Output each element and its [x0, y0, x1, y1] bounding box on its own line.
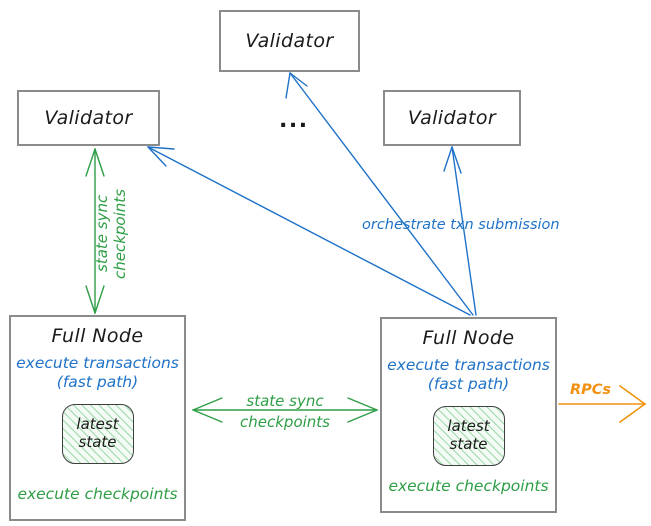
- label-mid-checkpoints: checkpoints: [240, 413, 330, 431]
- latest-state-box-left[interactable]: latest state: [61, 403, 134, 464]
- label-mid-state-sync: state sync: [246, 392, 324, 410]
- full-node-box-left[interactable]: Full Node execute transactions (fast pat…: [9, 315, 186, 521]
- full-node-box-right[interactable]: Full Node execute transactions (fast pat…: [380, 317, 557, 513]
- ellipsis-more-validators: ...: [279, 108, 309, 133]
- fn-right-blue-line-2: (fast path): [427, 374, 510, 393]
- validator-right-label: Validator: [407, 107, 497, 129]
- fn-left-blue-line-1: execute transactions: [16, 354, 179, 372]
- label-orchestrate-txn-submission: orchestrate txn submission: [362, 217, 560, 233]
- full-node-right-execute-checkpoints: execute checkpoints: [388, 477, 549, 495]
- label-rpcs: RPCs: [570, 382, 612, 398]
- fn-right-blue-line-1: execute transactions: [387, 356, 550, 374]
- validator-box-left[interactable]: Validator: [17, 90, 160, 146]
- latest-state-left-line-2: state: [78, 432, 117, 451]
- full-node-right-title: Full Node: [422, 327, 515, 349]
- validator-top-label: Validator: [245, 30, 334, 52]
- label-left-state-sync: state sync: [93, 194, 111, 272]
- full-node-left-execute-checkpoints: execute checkpoints: [17, 485, 178, 503]
- full-node-left-execute-transactions: execute transactions (fast path): [16, 354, 179, 392]
- latest-state-right-line-2: state: [449, 434, 488, 453]
- full-node-right-execute-transactions: execute transactions (fast path): [387, 356, 550, 394]
- full-node-left-title: Full Node: [51, 325, 144, 347]
- validator-box-right[interactable]: Validator: [383, 90, 521, 146]
- validator-left-label: Validator: [44, 107, 133, 129]
- latest-state-box-right[interactable]: latest state: [432, 405, 505, 466]
- latest-state-left-line-1: latest: [76, 415, 119, 434]
- label-left-checkpoints: checkpoints: [111, 189, 129, 279]
- validator-box-top[interactable]: Validator: [219, 10, 360, 72]
- fn-left-blue-line-2: (fast path): [56, 372, 139, 391]
- latest-state-right-line-1: latest: [447, 417, 490, 436]
